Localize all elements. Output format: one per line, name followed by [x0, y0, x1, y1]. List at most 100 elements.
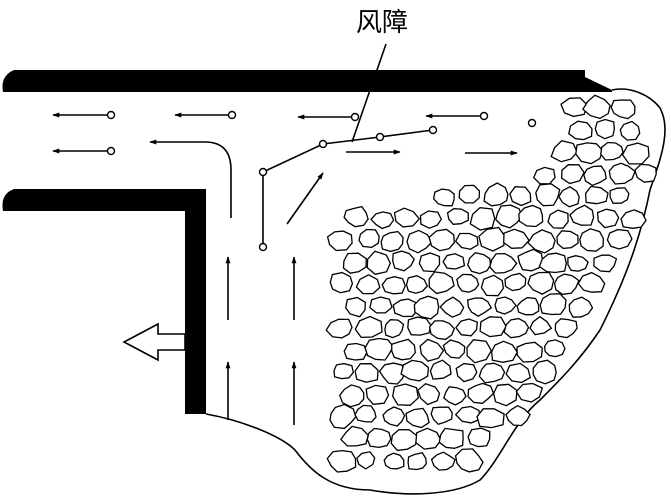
rubble-stone: [509, 186, 532, 207]
rubble-stone: [550, 139, 579, 163]
rubble-stone: [442, 253, 466, 270]
rubble-stone: [407, 451, 427, 471]
rubble-stone: [439, 296, 465, 318]
rubble-stone: [354, 315, 383, 339]
caved-rock-rubble: [325, 94, 657, 473]
rubble-stone: [619, 120, 641, 141]
node-circle: [479, 111, 489, 121]
rubble-stone: [428, 228, 455, 252]
curved-airflow-arrow: [149, 139, 232, 218]
rubble-stone: [428, 320, 456, 341]
rubble-stone: [608, 162, 636, 185]
rubble-stone: [553, 273, 580, 296]
rubble-stone: [417, 382, 441, 406]
outflow-hollow-arrow: [122, 322, 186, 362]
rubble-stone: [329, 271, 354, 294]
rubble-stone: [527, 271, 555, 295]
rubble-stone: [575, 142, 604, 165]
rubble-stone: [342, 252, 367, 274]
rubble-stone: [503, 228, 530, 249]
rubble-stone: [407, 316, 432, 336]
airflow-arrows-right: [346, 149, 518, 156]
rubble-stone: [494, 296, 517, 315]
rubble-stone: [345, 296, 366, 318]
rubble-stone: [446, 208, 469, 225]
barrier-node: [258, 167, 268, 177]
rubble-stone: [469, 207, 496, 231]
wind-barrier: [262, 129, 434, 247]
rubble-stone: [432, 188, 455, 207]
rubble-stone: [456, 273, 480, 293]
rubble-stone: [492, 383, 518, 407]
rubble-stone: [579, 228, 605, 252]
rubble-stone: [419, 210, 443, 229]
rubble-stone: [458, 184, 481, 204]
rubble-stone: [405, 407, 430, 429]
rubble-stone: [606, 228, 633, 250]
rubble-stone: [392, 383, 420, 406]
rubble-stone: [340, 425, 369, 447]
rubble-stone: [532, 166, 556, 185]
node-circle: [106, 110, 116, 120]
rubble-stone: [478, 226, 506, 252]
rubble-stone: [390, 428, 418, 452]
rubble-stone: [384, 319, 405, 339]
rubble-stone: [454, 448, 484, 473]
rubble-stone: [343, 205, 369, 228]
rubble-stone: [543, 339, 566, 358]
rubble-stone: [370, 211, 395, 230]
rubble-stone: [381, 276, 406, 295]
rubble-stone: [467, 427, 491, 448]
rubble-stone: [467, 297, 493, 317]
rubble-stone: [338, 384, 365, 408]
rubble-stone: [415, 427, 442, 450]
barrier-node: [258, 242, 268, 252]
rubble-stone: [354, 404, 377, 423]
barrier-node: [375, 132, 385, 142]
rubble-stone: [495, 204, 523, 229]
rubble-stone: [406, 229, 433, 254]
rubble-stone: [610, 99, 636, 120]
side-entry-wall: [2, 189, 207, 414]
rubble-stone: [454, 232, 479, 250]
rubble-stone: [355, 274, 381, 295]
rubble-stone: [600, 141, 624, 161]
rubble-stone: [419, 338, 445, 362]
rubble-stone: [593, 254, 618, 273]
rubble-stone: [568, 120, 593, 141]
diagonal-airflow-arrow: [286, 172, 324, 225]
rubble-stone: [382, 406, 406, 427]
rubble-stone: [365, 384, 390, 405]
rubble-stone: [621, 142, 650, 165]
label-leader-line: [351, 43, 387, 143]
rubble-stone: [515, 382, 544, 403]
node-circle: [227, 110, 237, 120]
rubble-stone: [380, 230, 404, 253]
rubble-stone: [383, 452, 405, 470]
rubble-stone: [333, 362, 355, 380]
rubble-stone: [560, 164, 585, 185]
rubble-stone: [516, 341, 543, 363]
airflow-arrows-top-row: [52, 112, 482, 154]
rubble-stone: [535, 183, 561, 207]
rubble-stone: [366, 250, 392, 276]
rubble-stone: [609, 187, 630, 204]
rubble-stone: [454, 405, 482, 424]
rubble-stone: [467, 382, 495, 404]
rubble-stone: [556, 230, 579, 250]
rubble-stone: [393, 207, 421, 228]
rubble-stone: [516, 296, 540, 316]
rubble-stone: [443, 386, 467, 406]
rubble-stone: [504, 272, 527, 292]
rubble-stone: [596, 208, 620, 229]
rubble-stone: [547, 209, 569, 229]
rubble-stone: [620, 209, 647, 229]
rubble-stone: [503, 317, 530, 339]
rubble-stone: [413, 295, 440, 320]
top-wall: [2, 70, 613, 92]
rubble-stone: [527, 229, 556, 254]
rubble-stone: [554, 318, 578, 339]
rubble-stone: [430, 406, 453, 426]
rubble-stone: [466, 339, 493, 364]
rubble-stone: [539, 293, 567, 316]
